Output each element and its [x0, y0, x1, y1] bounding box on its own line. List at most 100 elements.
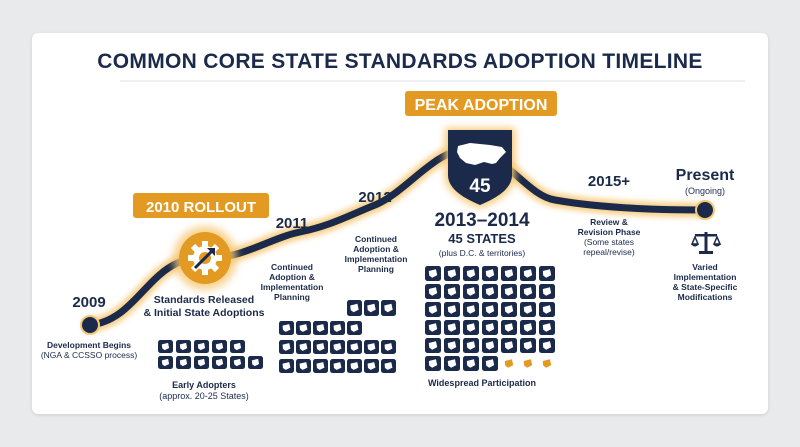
- state-shape-icon: [542, 341, 552, 350]
- state-shape-icon: [504, 269, 514, 278]
- peak-count: 45: [469, 176, 491, 197]
- year-2011: 2011: [276, 215, 309, 232]
- desc-2015-line1: Review &: [590, 217, 628, 227]
- year-present: Present: [676, 167, 735, 184]
- state-shape-icon: [197, 358, 206, 367]
- state-shape-icon: [384, 343, 393, 351]
- desc-2015-line3: (Some states: [584, 237, 634, 247]
- widespread-states-grid: [425, 266, 555, 371]
- state-shape-icon: [523, 269, 533, 278]
- rollout-badge: 2010 ROLLOUT: [133, 193, 269, 218]
- state-shape-icon: [447, 305, 457, 314]
- peak-label: PEAK ADOPTION: [415, 97, 548, 114]
- state-shape-icon: [333, 324, 342, 332]
- state-shape-icon: [215, 358, 224, 367]
- rollout-label: 2010 ROLLOUT: [146, 199, 256, 216]
- state-shape-icon: [523, 323, 533, 332]
- widespread-caption: Widespread Participation: [428, 378, 536, 388]
- state-shape-icon: [316, 343, 325, 351]
- desc-present-line1: Varied: [692, 262, 718, 272]
- state-shape-icon: [428, 359, 438, 368]
- states-count: 45 STATES: [448, 231, 516, 246]
- desc-2010-line1: Standards Released: [154, 294, 254, 306]
- state-shape-icon: [466, 287, 476, 296]
- state-shape-icon: [542, 305, 552, 314]
- state-shape-icon: [523, 287, 533, 296]
- state-shape-icon: [428, 305, 438, 314]
- desc-present-line3: & State-Specific: [673, 282, 738, 292]
- state-shape-icon: [428, 341, 438, 350]
- usa-map-icon: [457, 143, 506, 165]
- state-shape-icon: [523, 341, 533, 350]
- state-shape-icon: [367, 362, 376, 370]
- desc-2011-line4: Planning: [274, 292, 310, 302]
- state-shape-icon: [523, 305, 533, 314]
- state-shape-icon: [466, 269, 476, 278]
- state-shape-icon: [504, 323, 514, 332]
- state-shape-icon: [333, 362, 342, 370]
- state-shape-icon: [350, 362, 359, 370]
- state-shape-icon: [251, 358, 260, 367]
- state-shape-icon: [485, 323, 495, 332]
- desc-2012-line2: Adoption &: [353, 244, 399, 254]
- state-shape-icon: [542, 323, 552, 332]
- state-shape-icon: [485, 305, 495, 314]
- gear-arrow-icon: [173, 226, 237, 290]
- state-shape-icon: [282, 343, 291, 351]
- year-2012: 2012: [358, 189, 391, 206]
- state-shape-icon: [504, 341, 514, 350]
- state-shape-icon: [299, 362, 308, 370]
- state-shape-icon: [282, 324, 291, 332]
- state-shape-icon: [233, 342, 242, 351]
- state-shape-icon: [447, 269, 457, 278]
- year-2013-2014: 2013–2014: [434, 210, 530, 231]
- state-shape-icon: [485, 341, 495, 350]
- milestone-dot-2009: [80, 315, 100, 335]
- state-shape-icon: [428, 323, 438, 332]
- state-shape-icon: [428, 287, 438, 296]
- state-shape-icon: [161, 342, 170, 351]
- desc-present-line2: Implementation: [674, 272, 737, 282]
- present-sub: (Ongoing): [685, 186, 725, 196]
- desc-2015-line2: Revision Phase: [578, 227, 641, 237]
- state-shape-icon: [523, 359, 533, 368]
- state-shape-icon: [447, 359, 457, 368]
- year-2015: 2015+: [588, 173, 630, 190]
- state-shape-icon: [485, 359, 495, 368]
- milestone-dot-present: [695, 200, 715, 220]
- state-shape-icon: [367, 303, 376, 313]
- state-shape-icon: [384, 362, 393, 370]
- peak-badge: PEAK ADOPTION: [405, 91, 557, 116]
- state-shape-icon: [542, 287, 552, 296]
- state-shape-icon: [542, 359, 552, 368]
- desc-2009-line1: Development Begins: [47, 340, 131, 350]
- state-shape-icon: [316, 362, 325, 370]
- state-shape-icon: [466, 323, 476, 332]
- state-shape-icon: [447, 323, 457, 332]
- state-shape-icon: [504, 305, 514, 314]
- desc-2011-line1: Continued: [271, 262, 313, 272]
- desc-2015-line4: repeal/revise): [583, 247, 635, 257]
- state-shape-icon: [299, 324, 308, 332]
- state-shape-icon: [542, 269, 552, 278]
- state-shape-icon: [504, 287, 514, 296]
- state-shape-icon: [466, 359, 476, 368]
- desc-2012-line1: Continued: [355, 234, 397, 244]
- infographic-card: [32, 33, 768, 414]
- state-shape-icon: [161, 358, 170, 367]
- state-shape-icon: [428, 269, 438, 278]
- desc-2011-line3: Implementation: [261, 282, 324, 292]
- desc-2011-line2: Adoption &: [269, 272, 315, 282]
- desc-2012-line3: Implementation: [345, 254, 408, 264]
- state-shape-icon: [447, 341, 457, 350]
- early-adopters-grid: [158, 340, 263, 369]
- state-shape-icon: [466, 341, 476, 350]
- state-shape-icon: [316, 324, 325, 332]
- state-shape-icon: [384, 303, 393, 313]
- page-title: COMMON CORE STATE STANDARDS ADOPTION TIM…: [97, 50, 702, 73]
- state-shape-icon: [504, 359, 514, 368]
- state-shape-icon: [485, 287, 495, 296]
- state-shape-icon: [197, 342, 206, 351]
- state-shape-icon: [485, 269, 495, 278]
